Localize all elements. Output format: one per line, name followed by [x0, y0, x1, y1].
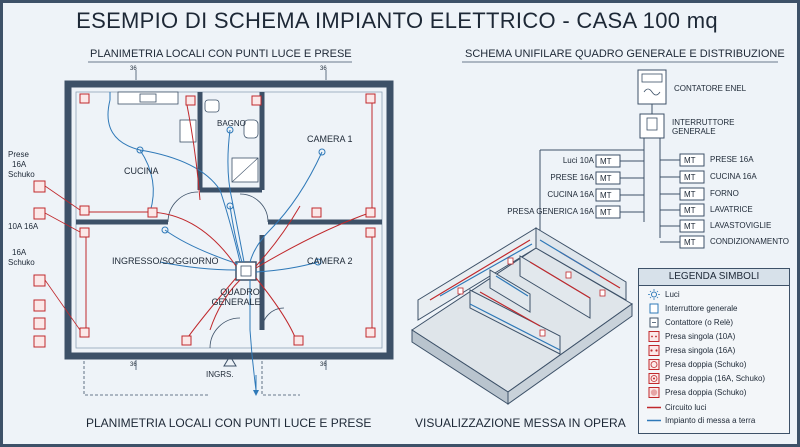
- mark-2: 36: [320, 66, 327, 72]
- quadro-label-2: GENERALE: [211, 297, 261, 307]
- room-cucina: CUCINA: [124, 166, 159, 176]
- legend-label-contattore: Contattore (o Relè): [665, 318, 734, 327]
- right-branch-4-breaker: MT: [684, 206, 696, 215]
- legend-item-presa-doppia-16a-schuko: Presa doppia (16A, Schuko): [645, 373, 789, 385]
- left-branch-2-breaker: MT: [600, 174, 612, 183]
- plan-title: PLANIMETRIA LOCALI CON PUNTI LUCE E PRES…: [90, 48, 352, 60]
- right-branch-2-label: CUCINA 16A: [710, 172, 757, 181]
- meter-icon: [637, 69, 667, 105]
- legend-title: LEGENDA SIMBOLI: [639, 269, 789, 286]
- legend-label-presa-16a: Presa singola (16A): [665, 346, 736, 355]
- mark-3: 36: [130, 362, 137, 368]
- bottom-left-title: PLANIMETRIA LOCALI CON PUNTI LUCE E PRES…: [86, 416, 372, 430]
- left-branch-3-label: CUCINA 16A: [547, 190, 594, 199]
- interruttore-label-2: GENERALE: [672, 127, 716, 136]
- side-label-10a16a: 10A 16A: [8, 222, 39, 231]
- legend-label-messa-a-terra: Impianto di messa a terra: [665, 416, 756, 425]
- side-sockets: [33, 180, 46, 348]
- left-branch-4-label: PRESA GENERICA 16A: [507, 207, 594, 216]
- right-branch-1-label: PRESE 16A: [710, 155, 754, 164]
- socket-double-16a-schuko-icon: [648, 373, 660, 384]
- contactor-icon: [649, 317, 659, 328]
- side-label-schuko: Schuko: [8, 170, 35, 179]
- socket-single-16a-icon: [648, 345, 660, 356]
- room-bagno: BAGNO: [217, 119, 246, 128]
- interruttore-label-1: INTERRUTTORE: [672, 118, 735, 127]
- mark-4: 36: [320, 362, 327, 368]
- plan-sockets: [79, 93, 376, 346]
- left-branch-4-breaker: MT: [600, 208, 612, 217]
- mark-1: 36: [130, 66, 137, 72]
- red-line-icon: [647, 406, 661, 409]
- legend-label-presa-10a: Presa singola (10A): [665, 332, 736, 341]
- legend-item-presa-doppia-schuko-2: Presa doppia (Schuko): [645, 387, 789, 399]
- right-branch-5-label: LAVASTOVIGLIE: [710, 221, 772, 230]
- left-branch-3-breaker: MT: [600, 191, 612, 200]
- legend-item-presa-10a: Presa singola (10A): [645, 331, 789, 343]
- right-branch-5-breaker: MT: [684, 222, 696, 231]
- legend-item-interruttore: Interruttore generale: [645, 303, 789, 315]
- schema-title: SCHEMA UNIFILARE QUADRO GENERALE E DISTR…: [465, 48, 785, 60]
- left-branch-1-label: Luci 10A: [562, 156, 594, 165]
- room-camera2: CAMERA 2: [307, 256, 353, 266]
- legend-item-presa-doppia-schuko: Presa doppia (Schuko): [645, 359, 789, 371]
- legend-label-luci: Luci: [665, 290, 680, 299]
- right-branch-6-label: CONDIZIONAMENTO: [710, 237, 789, 246]
- right-branch-1-breaker: MT: [684, 156, 696, 165]
- legend-item-luci: Luci: [645, 289, 789, 301]
- left-branch-1-breaker: MT: [600, 157, 612, 166]
- side-label-prese: Prese: [8, 150, 29, 159]
- left-branch-2-label: PRESE 16A: [550, 173, 594, 182]
- switch-icon: [649, 303, 659, 314]
- legend-label-interruttore: Interruttore generale: [665, 304, 738, 313]
- room-ingresso: INGRESSO/SOGGIORNO: [112, 256, 219, 266]
- quadro-label-1: QUADRO: [220, 287, 260, 297]
- room-camera1: CAMERA 1: [307, 134, 353, 144]
- legend-label-presa-doppia-schuko-2: Presa doppia (Schuko): [665, 388, 747, 397]
- legend-item-messa-a-terra: Impianto di messa a terra: [645, 415, 789, 427]
- main-title: ESEMPIO DI SCHEMA IMPIANTO ELETTRICO - C…: [76, 8, 718, 33]
- ingresso-label: INGRS.: [206, 370, 234, 379]
- legend-item-presa-16a: Presa singola (16A): [645, 345, 789, 357]
- right-branch-6-breaker: MT: [684, 238, 696, 247]
- legend-label-presa-doppia-16a-schuko: Presa doppia (16A, Schuko): [665, 374, 766, 383]
- right-branch-3-breaker: MT: [684, 190, 696, 199]
- side-label-schuko-b: Schuko: [8, 258, 35, 267]
- side-label-16a-b: 16A: [12, 248, 27, 257]
- side-label-16a: 16A: [12, 160, 27, 169]
- legend-label-presa-doppia-schuko: Presa doppia (Schuko): [665, 360, 747, 369]
- right-branch-3-label: FORNO: [710, 189, 739, 198]
- right-branch-4-label: LAVATRICE: [710, 205, 753, 214]
- socket-single-10a-icon: [648, 331, 660, 342]
- legend-item-contattore: Contattore (o Relè): [645, 317, 789, 329]
- right-branch-2-breaker: MT: [684, 173, 696, 182]
- plan-lights: [136, 126, 326, 266]
- legend: LEGENDA SIMBOLI Luci Interruttore genera…: [638, 268, 790, 434]
- light-icon: [648, 289, 660, 300]
- blue-line-icon: [647, 419, 661, 422]
- contatore-label: CONTATORE ENEL: [674, 84, 747, 93]
- socket-double-schuko-2-icon: [648, 387, 660, 398]
- bottom-right-title: VISUALIZZAZIONE MESSA IN OPERA: [415, 416, 626, 430]
- legend-label-circuito-luci: Circuito luci: [665, 403, 707, 412]
- socket-double-schuko-icon: [648, 359, 660, 370]
- legend-item-circuito-luci: Circuito luci: [645, 402, 789, 414]
- outer-wall: [64, 80, 394, 360]
